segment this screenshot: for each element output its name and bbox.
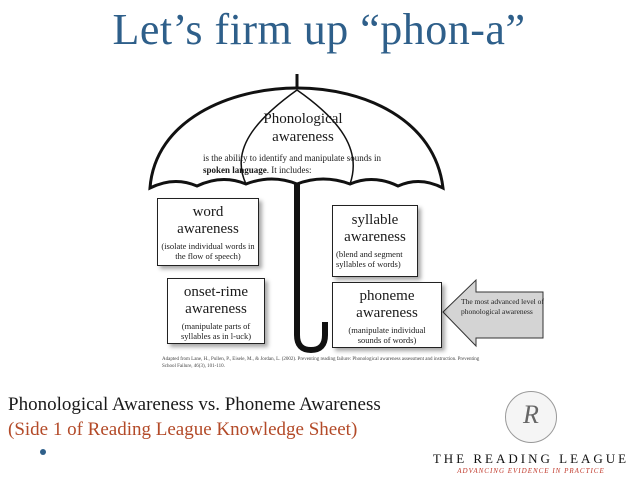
- phoneme-awareness-box: phoneme awareness (manipulate individual…: [332, 282, 442, 348]
- umbrella-rib: [240, 89, 298, 185]
- reading-league-logo-icon: R: [505, 391, 557, 443]
- arrow-note: The most advanced level of phonological …: [461, 297, 544, 316]
- citation: Adapted from Lane, H., Pullen, P., Eisel…: [162, 357, 480, 369]
- umbrella-rib: [296, 89, 354, 185]
- umbrella-canopy: [148, 86, 445, 191]
- slide-title: Let’s firm up “phon-a”: [112, 5, 526, 54]
- syllable-awareness-box: syllable awareness (blend and segment sy…: [332, 205, 418, 277]
- logo-tagline: ADVANCING EVIDENCE IN PRACTICE: [457, 467, 605, 475]
- bullet-dot: [40, 449, 46, 455]
- umbrella-handle: [294, 298, 328, 354]
- left-arrow-shape: [442, 278, 544, 348]
- onset-rime-awareness-box: onset-rime awareness (manipulate parts o…: [167, 278, 265, 344]
- footer-heading: Phonological Awareness vs. Phoneme Aware…: [8, 394, 381, 415]
- umbrella-definition: is the ability to identify and manipulat…: [203, 153, 381, 175]
- word-awareness-box: word awareness (isolate individual words…: [157, 198, 259, 266]
- logo-name: THE READING LEAGUE: [432, 451, 630, 466]
- footer-subheading: (Side 1 of Reading League Knowledge Shee…: [8, 419, 358, 440]
- umbrella-title: Phonological awareness: [263, 111, 343, 145]
